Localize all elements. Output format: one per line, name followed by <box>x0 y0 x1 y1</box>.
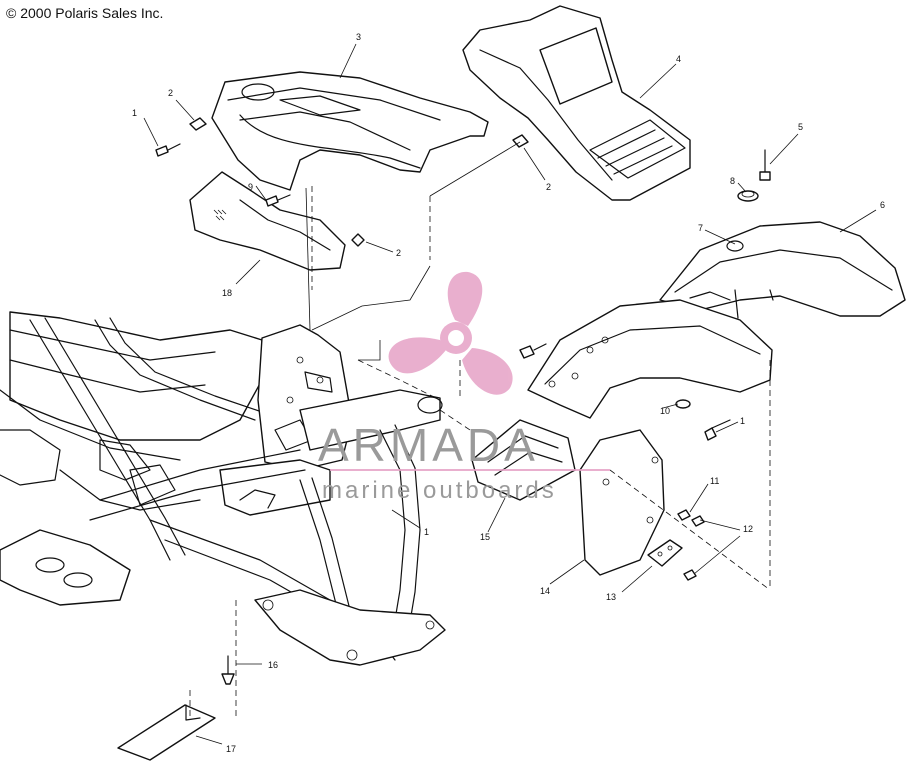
splash-panel-part-18 <box>189 171 346 271</box>
callout-7-plug: 7 <box>698 223 703 233</box>
rear-fender-part-6 <box>659 221 906 319</box>
callout-2-nut-lower: 2 <box>396 248 401 258</box>
callout-12-nut: 12 <box>743 524 753 534</box>
propeller-blade <box>462 348 513 395</box>
chassis-frame <box>0 311 446 666</box>
callout-1-bolt-left: 1 <box>132 108 137 118</box>
callout-14-flap: 14 <box>540 586 550 596</box>
callout-4-top-cover: 4 <box>676 54 681 64</box>
callout-6-fender: 6 <box>880 200 885 210</box>
callout-2-nut-middle: 2 <box>546 182 551 192</box>
callout-2-nut-upper: 2 <box>168 88 173 98</box>
callout-1-bolt-right: 1 <box>740 416 745 426</box>
callout-8-grommet: 8 <box>730 176 735 186</box>
watermark-brand: ARMADA <box>318 419 539 471</box>
callout-5-screw: 5 <box>798 122 803 132</box>
watermark-tagline: marine outboards <box>322 477 557 504</box>
leader-lines <box>143 43 877 745</box>
callout-1-frame: 1 <box>424 527 429 537</box>
callout-3-rear-cover: 3 <box>356 32 361 42</box>
callout-9-bolt: 9 <box>248 182 253 192</box>
callout-10-washer: 10 <box>660 406 670 416</box>
callout-16-rivet: 16 <box>268 660 278 670</box>
callout-18-panel: 18 <box>222 288 232 298</box>
callout-labels: 1 2 3 4 5 6 7 8 9 10 11 12 13 14 15 16 1… <box>132 32 885 754</box>
callout-17-plate: 17 <box>226 744 236 754</box>
propeller-blade <box>388 337 446 374</box>
callout-15-bracket: 15 <box>480 532 490 542</box>
mud-flap-part-14 <box>579 429 665 576</box>
plate-part-17 <box>117 704 216 761</box>
assembly-lines <box>189 141 771 720</box>
watermark-logo <box>330 271 610 471</box>
callout-13-plate: 13 <box>606 592 616 602</box>
inner-fender <box>527 299 773 419</box>
copyright-notice: © 2000 Polaris Sales Inc. <box>6 5 164 21</box>
propeller-blade <box>447 271 483 326</box>
rear-cover-part-3 <box>211 71 489 191</box>
plate-part-13 <box>647 539 683 567</box>
callout-11-nut: 11 <box>710 476 719 486</box>
rear-top-cover-part-4 <box>462 5 691 201</box>
